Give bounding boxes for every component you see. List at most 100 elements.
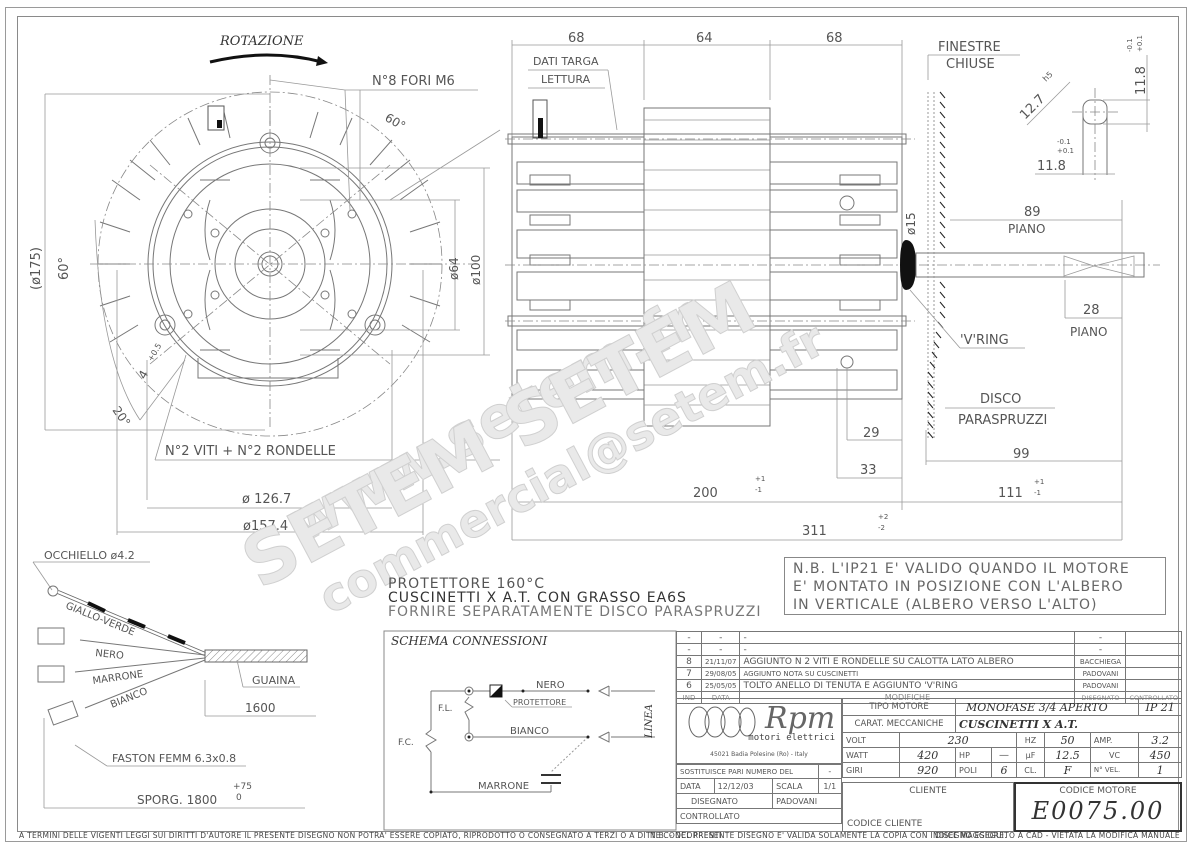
revision-row: 7 29/08/05 AGGIUNTO NOTA SU CUSCINETTI P… <box>676 667 1182 680</box>
schema-title: SCHEMA CONNESSIONI <box>391 634 547 648</box>
dim-11-8-h-plus: +0.1 <box>1057 147 1074 155</box>
windows-label-2: CHIUSE <box>946 57 995 72</box>
replaces-value: - <box>817 764 843 779</box>
schema-marrone: MARRONE <box>478 781 529 792</box>
checked-label: CONTROLLATO <box>676 808 842 824</box>
schema-linea: LINEA <box>644 704 655 739</box>
protrusion-tol-minus: 0 <box>236 793 242 803</box>
date-label: DATA <box>676 778 715 794</box>
v-ring <box>900 240 916 290</box>
date-value: 12/12/03 <box>713 778 774 794</box>
dim-11-8-v-minus: -0.1 <box>1126 38 1134 52</box>
terminal-icon <box>464 686 474 696</box>
dim-28: 28 <box>1083 303 1100 318</box>
client-label: CLIENTE <box>909 786 947 796</box>
motor-code-label: CODICE MOTORE <box>1059 786 1137 796</box>
speeds-value: 1 <box>1138 762 1182 778</box>
dim-99: 99 <box>1013 447 1030 462</box>
dim-311: 311 <box>802 524 827 539</box>
dim-1600: 1600 <box>245 701 276 715</box>
revision-row: 6 25/05/05 TOLTO ANELLO DI TENUTA E AGGI… <box>676 679 1182 692</box>
rotation-label: ROTAZIONE <box>219 34 304 49</box>
company-logo-text: Rpm <box>765 701 836 736</box>
rotation-arrowhead-icon <box>316 56 328 66</box>
stator-lines <box>644 119 770 406</box>
eyelet-label: OCCHIELLO ø4.2 <box>44 549 135 562</box>
schema-bianco: BIANCO <box>510 726 549 737</box>
faston-connector-3 <box>47 700 79 726</box>
dim-68-right: 68 <box>826 31 843 46</box>
cable-assembly: OCCHIELLO ø4.2 GIALLO-VERDE NERO MARRONE… <box>32 549 316 809</box>
sheath-label: GUAINA <box>252 674 296 687</box>
tol-111-plus: +1 <box>1034 478 1044 486</box>
schema-fc: F.C. <box>398 738 414 748</box>
note-line-3: FORNIRE SEPARATAMENTE DISCO PARASPRUZZI <box>388 604 762 620</box>
revision-row: 8 21/11/07 AGGIUNTO N 2 VITI E RONDELLE … <box>676 655 1182 668</box>
footer-validity: N.B. - DEL PRESENTE DISEGNO E' VALIDA SO… <box>650 831 1007 840</box>
motor-spec-block: TIPO MOTORE MONOFASE 3/4 APERTO IP 21 CA… <box>841 698 1182 778</box>
terminal-icon <box>464 732 474 742</box>
dim-11-8-horizontal: 11.8 <box>1037 159 1066 174</box>
scale-value: 1/1 <box>817 778 843 794</box>
tol-111-minus: -1 <box>1034 489 1041 497</box>
motor-type-value: MONOFASE 3/4 APERTO <box>955 698 1140 716</box>
shaft <box>915 252 1145 278</box>
motor-code: E0075.00 <box>1031 797 1165 825</box>
watt-value: 420 <box>899 747 957 763</box>
faston-label: FASTON FEMM 6.3x0.8 <box>112 752 236 765</box>
dim-11-8-v-plus: +0.1 <box>1136 35 1144 52</box>
angle-bottom-label: 20° <box>110 404 134 429</box>
shaft-section-detail: 12.7 h5 11.8 -0.1 +0.1 11.8 -0.1 +0.1 <box>1017 35 1150 180</box>
cable-sheath <box>204 649 308 663</box>
footer-copyright: A TERMINI DELLE VIGENTI LEGGI SUI DIRITT… <box>19 831 725 840</box>
rpm-logo-icon <box>688 706 756 738</box>
front-view: ROTAZIONE <box>29 34 501 535</box>
shaft-diameter: ø15 <box>904 212 918 235</box>
cable-gland <box>207 105 225 131</box>
screws-label: N°2 VITI + N°2 RONDELLE <box>165 444 336 459</box>
hp-value: — <box>991 747 1017 763</box>
faston-connector-1 <box>37 627 65 645</box>
splash-disc-hatch <box>927 91 946 440</box>
replaces-label: SOSTITUISCE PARI NUMERO DEL <box>676 764 819 779</box>
uf-value: 12.5 <box>1044 747 1091 763</box>
nb-line-3: IN VERTICALE (ALBERO VERSO L'ALTO) <box>793 597 1098 613</box>
holes-label: N°8 FORI M6 <box>372 74 455 89</box>
wire-label-black: NERO <box>95 648 125 662</box>
dim-29: 29 <box>863 426 880 441</box>
volt-value: 230 <box>899 732 1017 748</box>
footer-cad-note: DISEGNO ESEGUITO A CAD - VIETATA LA MODI… <box>935 831 1180 840</box>
rpm-value: 920 <box>899 762 957 778</box>
disc-label-2: PARASPRUZZI <box>958 413 1047 428</box>
schema-fl: F.L. <box>438 704 452 714</box>
tol-4: 4 <box>135 368 151 382</box>
dim-68-left: 68 <box>568 31 585 46</box>
company-subtitle: motori elettrici <box>748 733 835 743</box>
protrusion-tol-plus: +75 <box>233 782 252 792</box>
eyelet-icon <box>47 585 59 597</box>
nameplate-label: DATI TARGA <box>533 55 599 68</box>
dim-outer-diameter: (ø175) <box>29 247 44 290</box>
drawn-label: DISEGNATO <box>675 793 774 809</box>
note-line-1: PROTETTORE 160°C <box>388 576 545 592</box>
windows-label-1: FINESTRE <box>938 40 1001 55</box>
tol-4-plus: +0.5 <box>146 342 164 363</box>
revision-row: - - - - <box>676 643 1182 656</box>
rotation-arrow-icon <box>209 53 323 64</box>
ip21-note: N.B. L'IP21 E' VALIDO QUANDO IL MOTORE E… <box>784 557 1166 615</box>
mech-label: CARAT. MECCANICHE <box>841 715 957 733</box>
wire-label-brown: MARRONE <box>92 669 144 687</box>
nb-line-1: N.B. L'IP21 E' VALIDO QUANDO IL MOTORE <box>793 561 1130 577</box>
revision-row: - - - - <box>676 631 1182 644</box>
amp-value: 3.2 <box>1138 732 1182 748</box>
wire-label-white: BIANCO <box>109 686 149 711</box>
faston-connector-2 <box>37 665 65 683</box>
company-logo-block: Rpm motori elettrici 45021 Badia Polesin… <box>676 698 842 764</box>
dim-64-side: 64 <box>696 31 713 46</box>
dim-11-8-h-minus: -0.1 <box>1057 138 1071 146</box>
scale-label: SCALA <box>772 778 819 794</box>
dim-126: ø 126.7 <box>242 492 291 507</box>
protrusion-label: SPORG. 1800 <box>137 793 217 807</box>
disc-label-1: DISCO <box>980 392 1021 407</box>
